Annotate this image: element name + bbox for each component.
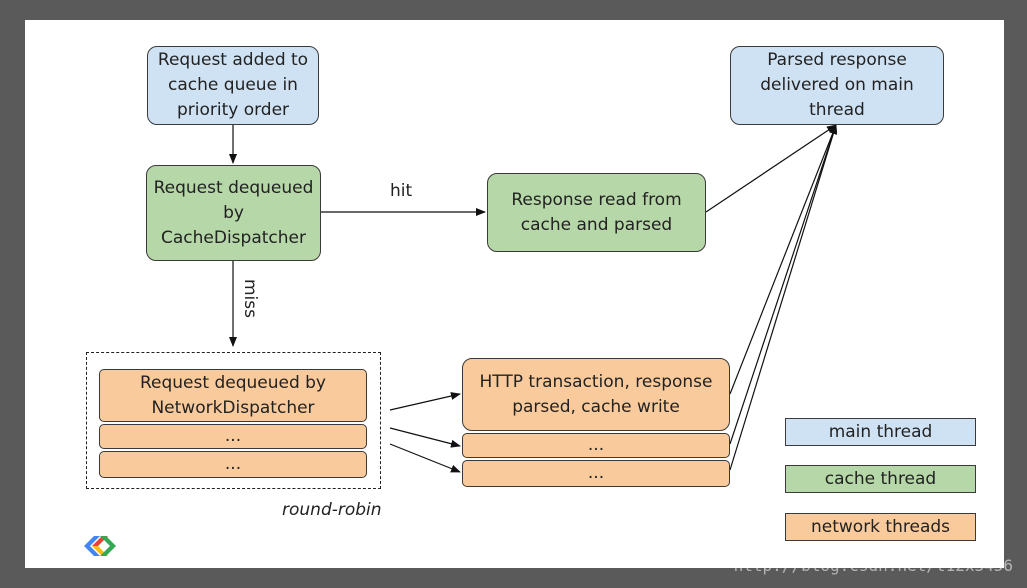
- arrow-network-to-http-3: [389, 443, 461, 473]
- arrow-http-to-main-2: [729, 124, 837, 445]
- node-network-ellipsis-1: ...: [99, 424, 367, 449]
- google-developers-logo: [84, 536, 116, 556]
- arrow-network-to-http-1: [389, 392, 461, 411]
- legend-main-thread: main thread: [785, 418, 976, 446]
- node-cache-dequeue: Request dequeued by CacheDispatcher: [146, 165, 321, 261]
- arrow-response-to-main: [705, 124, 837, 213]
- node-parsed-response: Parsed response delivered on main thread: [730, 46, 944, 125]
- node-http-transaction: HTTP transaction, response parsed, cache…: [462, 358, 730, 431]
- group-label-round-robin: round-robin: [282, 500, 382, 520]
- arrow-http-to-main-1: [729, 124, 837, 395]
- node-request-added: Request added to cache queue in priority…: [147, 46, 319, 125]
- node-network-ellipsis-2: ...: [99, 451, 367, 478]
- edge-label-miss: miss: [240, 279, 260, 318]
- edge-label-hit: hit: [390, 181, 413, 201]
- watermark-url: http://blog.csdn.net/t12x3456: [733, 556, 1013, 575]
- legend-cache-thread: cache thread: [785, 465, 976, 493]
- node-http-ellipsis-2: ...: [462, 460, 730, 487]
- node-http-ellipsis-1: ...: [462, 433, 730, 458]
- node-network-dequeue: Request dequeued by NetworkDispatcher: [99, 369, 367, 422]
- arrow-network-to-http-2: [389, 427, 461, 448]
- node-response-read: Response read from cache and parsed: [487, 173, 706, 252]
- network-dispatcher-group: [86, 352, 381, 489]
- legend-network-threads: network threads: [785, 513, 976, 541]
- arrow-http-to-main-3: [729, 124, 838, 471]
